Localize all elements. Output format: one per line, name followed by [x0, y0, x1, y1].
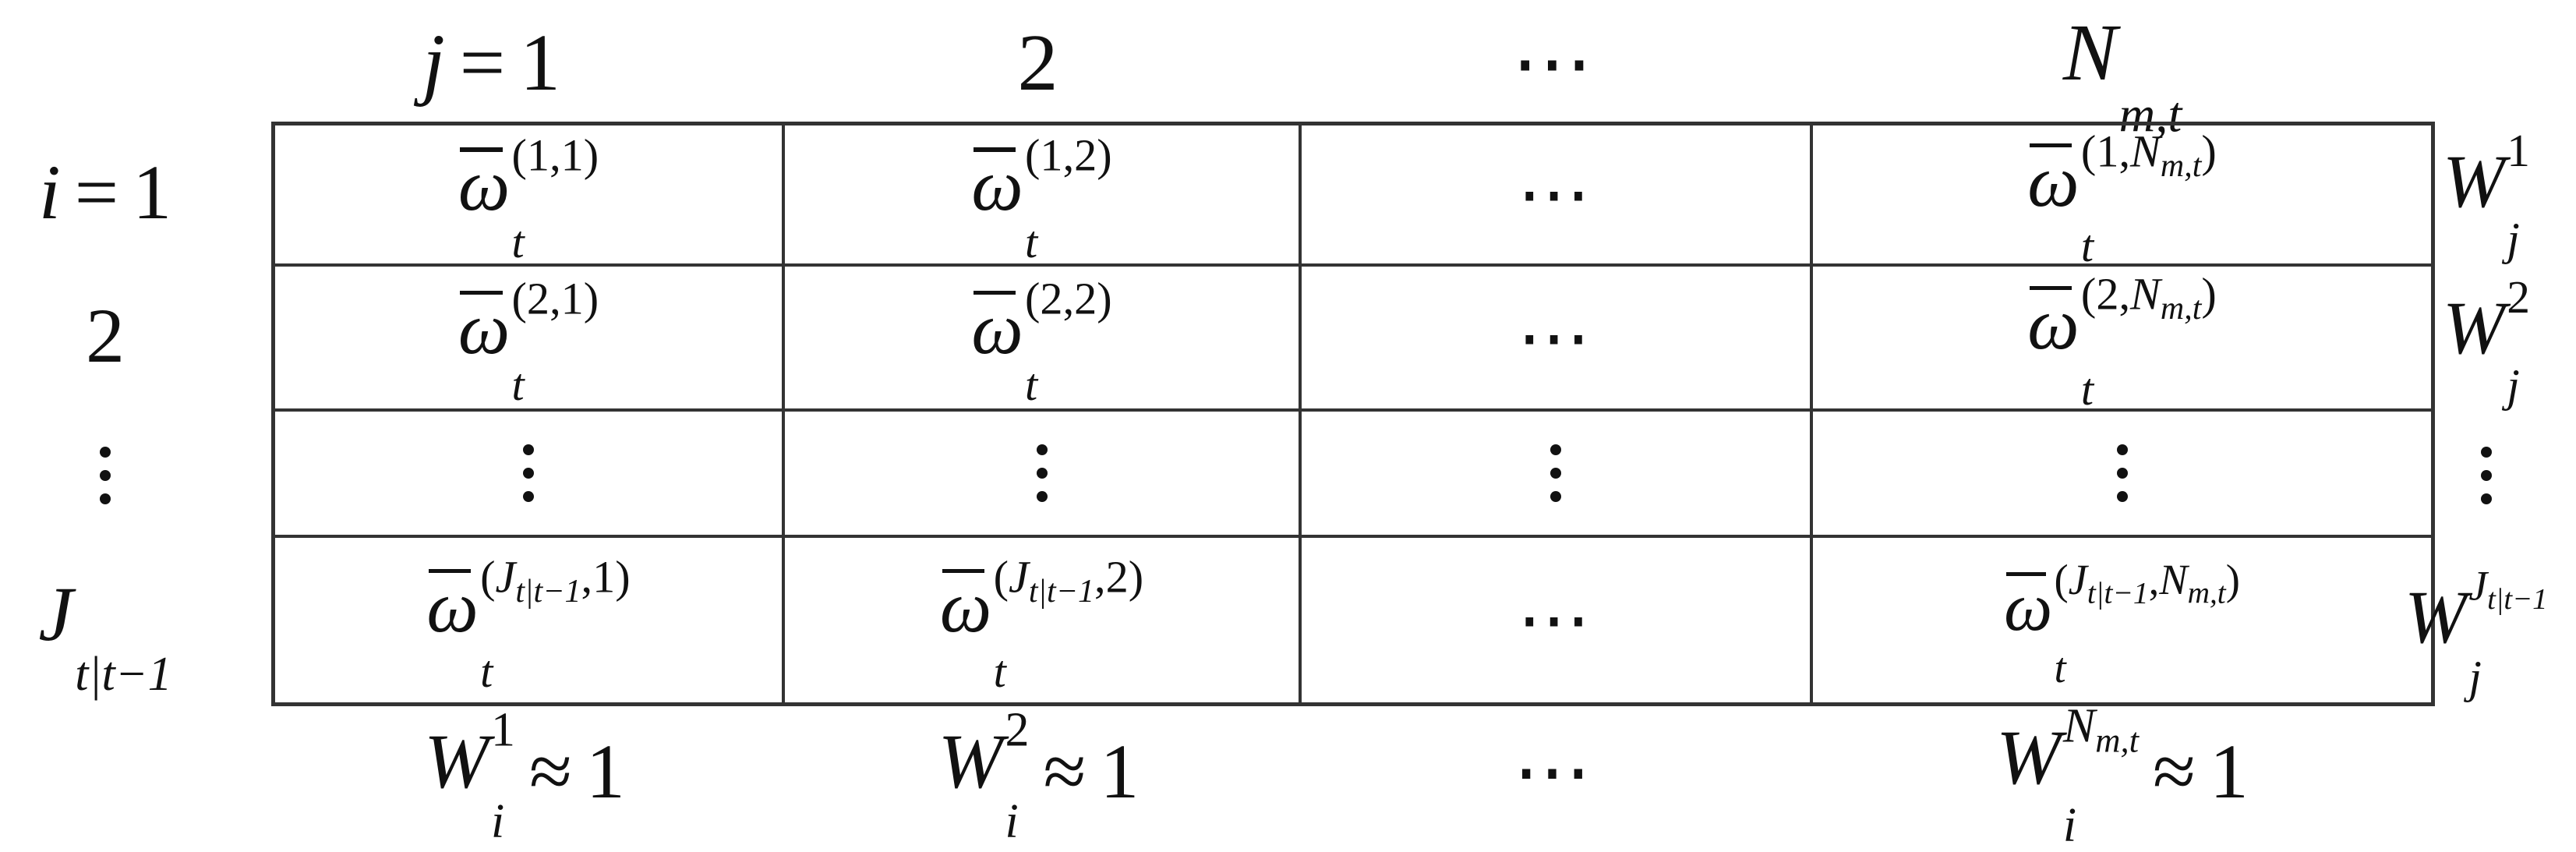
- column-divider: [1299, 126, 1302, 702]
- vertical-ellipsis-icon: [1550, 444, 1561, 502]
- vertical-ellipsis-cell: [1302, 412, 1810, 535]
- row-divider: [275, 408, 2431, 412]
- vertical-ellipsis-icon: [100, 447, 111, 504]
- column-header-2: 2: [1017, 17, 1058, 108]
- vertical-ellipsis-icon: [1036, 444, 1048, 502]
- column-divider: [782, 126, 785, 702]
- column-header-ellipsis: ⋯: [1511, 19, 1597, 108]
- weight-cell: ω(2,Nm,t)t: [2027, 268, 2217, 415]
- vertical-ellipsis-cell: [1813, 412, 2431, 535]
- row-sum-vdots: [2397, 413, 2576, 538]
- weight-table: ω(1,1)t ω(1,2)t ⋯ ω(1,Nm,t)t ω(2,1)t ω(2…: [271, 122, 2435, 706]
- vertical-ellipsis-cell: [275, 412, 782, 535]
- weight-cell: ω(2,2)t: [971, 273, 1112, 411]
- vertical-ellipsis-cell: [785, 412, 1299, 535]
- weight-cell: ω(Jt|t−1,Nm,t)t: [2004, 556, 2240, 692]
- column-divider: [1810, 126, 1813, 702]
- column-sum-ellipsis: ⋯: [1513, 728, 1595, 815]
- column-header-n: N m,t: [2062, 7, 2182, 143]
- row-header-j: J t|t−1: [38, 571, 172, 702]
- row-header-1: i=1: [38, 148, 172, 235]
- weight-cell: ω(2,1)t: [458, 273, 599, 411]
- column-header-1: j=1: [422, 17, 560, 108]
- ellipsis-cell: ⋯: [1517, 297, 1595, 379]
- weight-cell: ω(1,2)t: [971, 129, 1112, 267]
- vertical-ellipsis-icon: [2481, 447, 2492, 504]
- ellipsis-cell: ⋯: [1517, 580, 1595, 661]
- row-header-vdots: [0, 413, 210, 538]
- weight-cell: ω(Jt|t−1,1)t: [426, 551, 631, 698]
- weight-cell: ω(1,1)t: [458, 129, 599, 267]
- row-divider: [275, 263, 2431, 267]
- vertical-ellipsis-icon: [2116, 444, 2128, 502]
- ellipsis-cell: ⋯: [1517, 154, 1595, 235]
- row-divider: [275, 535, 2431, 538]
- vertical-ellipsis-icon: [523, 444, 534, 502]
- weight-cell: ω(Jt|t−1,2)t: [939, 551, 1144, 698]
- weight-cell: ω(1,Nm,t)t: [2027, 126, 2217, 272]
- row-header-2: 2: [86, 292, 125, 379]
